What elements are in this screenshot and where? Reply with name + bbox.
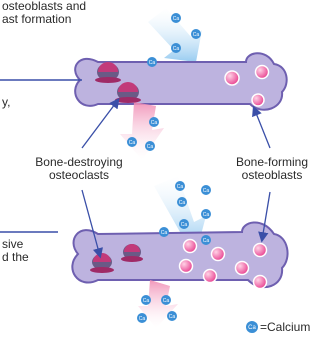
svg-text:Ca: Ca <box>149 60 156 66</box>
svg-text:Ca: Ca <box>151 120 158 126</box>
svg-text:Ca: Ca <box>181 222 188 228</box>
calcium-legend-label: =Calcium <box>260 321 310 334</box>
calcium-ion: Ca <box>145 141 155 151</box>
caption-mid-fragment: y, <box>2 96 10 109</box>
calcium-ion: Ca <box>127 137 137 147</box>
svg-text:Ca: Ca <box>147 144 154 150</box>
svg-text:Ca: Ca <box>193 32 200 38</box>
calcium-legend-icon: Ca <box>246 321 258 333</box>
svg-text:Ca: Ca <box>143 298 150 304</box>
calcium-ion: Ca <box>161 295 171 305</box>
calcium-ion: Ca <box>191 29 201 39</box>
calcium-ion: Ca <box>201 209 211 219</box>
caption-lower-line-2: d the <box>2 251 29 264</box>
osteoblast-cell <box>254 276 267 289</box>
osteoblast-cell <box>184 240 197 253</box>
osteoblast-cell <box>225 71 239 85</box>
calcium-ion: Ca <box>167 311 177 321</box>
osteoblast-cell <box>256 66 269 79</box>
caption-top-line-2: ast formation <box>2 13 71 26</box>
svg-text:Ca: Ca <box>203 212 210 218</box>
svg-text:Ca: Ca <box>248 325 256 331</box>
osteoclast-pointer-top <box>82 100 118 148</box>
svg-text:Ca: Ca <box>203 188 210 194</box>
svg-text:Ca: Ca <box>169 314 176 320</box>
svg-text:Ca: Ca <box>203 238 210 244</box>
calcium-efflux-arrow-top <box>120 102 164 160</box>
calcium-ion: Ca <box>201 185 211 195</box>
osteoblast-cell <box>252 94 264 106</box>
osteoblast-label: Bone-forming osteoblasts <box>218 156 326 182</box>
calcium-ion: Ca <box>149 117 159 127</box>
svg-text:Ca: Ca <box>163 298 170 304</box>
osteoblast-pointer-top <box>254 108 270 148</box>
svg-text:Ca: Ca <box>139 316 146 322</box>
osteoblast-cell <box>180 260 193 273</box>
svg-text:Ca: Ca <box>173 16 180 22</box>
svg-text:Ca: Ca <box>129 140 136 146</box>
calcium-ion: Ca <box>179 219 189 229</box>
calcium-ion: Ca <box>171 13 181 23</box>
osteoblast-cell <box>212 248 225 261</box>
calcium-ion: Ca <box>201 235 211 245</box>
calcium-ion: Ca <box>147 57 157 67</box>
osteoblast-label-line-2: osteoblasts <box>218 169 326 182</box>
calcium-ion: Ca <box>171 43 181 53</box>
osteoblast-cell <box>204 270 217 283</box>
calcium-ion: Ca <box>177 197 187 207</box>
calcium-ion: Ca <box>175 181 185 191</box>
svg-text:Ca: Ca <box>177 184 184 190</box>
osteoclast-label: Bone-destroying osteoclasts <box>14 156 144 182</box>
osteoblast-cell <box>236 262 249 275</box>
svg-text:Ca: Ca <box>161 230 168 236</box>
calcium-ion: Ca <box>141 295 151 305</box>
osteoblast-cell <box>254 244 267 257</box>
calcium-ion: Ca <box>159 227 169 237</box>
osteoclast-label-line-2: osteoclasts <box>14 169 144 182</box>
calcium-ion: Ca <box>137 313 147 323</box>
svg-text:Ca: Ca <box>173 46 180 52</box>
svg-text:Ca: Ca <box>179 200 186 206</box>
